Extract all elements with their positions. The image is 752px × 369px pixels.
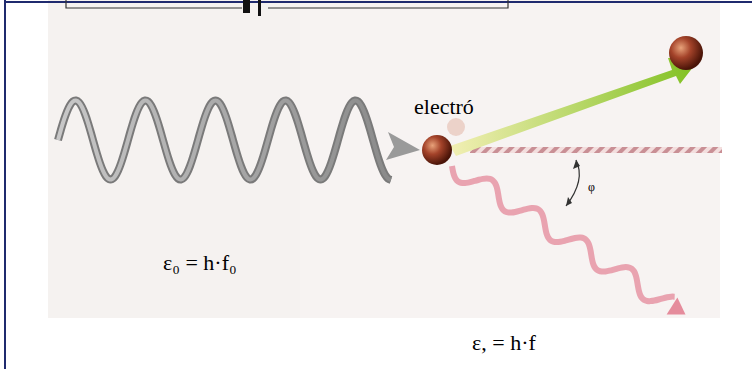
photon-wave bbox=[58, 100, 391, 179]
circuit-wire bbox=[66, 0, 508, 8]
angle-arrowhead bbox=[566, 197, 572, 206]
reference-line bbox=[470, 147, 722, 153]
electron bbox=[422, 135, 452, 165]
energy-label: ε, = h·f bbox=[472, 330, 536, 356]
photo-ground-light bbox=[300, 0, 720, 318]
electron-arrow bbox=[450, 58, 700, 156]
energy-label: ε₀ = h·f₀ bbox=[163, 250, 237, 276]
frame-top bbox=[5, 1, 752, 3]
angle-arc bbox=[566, 160, 579, 206]
scattered-arrowhead bbox=[667, 298, 686, 315]
photo-ground bbox=[48, 0, 720, 318]
battery-symbol bbox=[258, 0, 261, 16]
angle-arrowhead bbox=[573, 160, 580, 169]
photon-wave bbox=[58, 100, 391, 179]
particle-label: electró bbox=[414, 94, 474, 120]
frame-left bbox=[4, 0, 6, 369]
angle-label: φ bbox=[588, 180, 595, 195]
electron-ghost bbox=[447, 118, 465, 136]
scattered-electron bbox=[669, 36, 703, 70]
battery-symbol bbox=[243, 0, 250, 13]
scattered-photon bbox=[452, 166, 675, 301]
photon-arrowhead bbox=[386, 132, 420, 160]
waves bbox=[58, 100, 685, 314]
